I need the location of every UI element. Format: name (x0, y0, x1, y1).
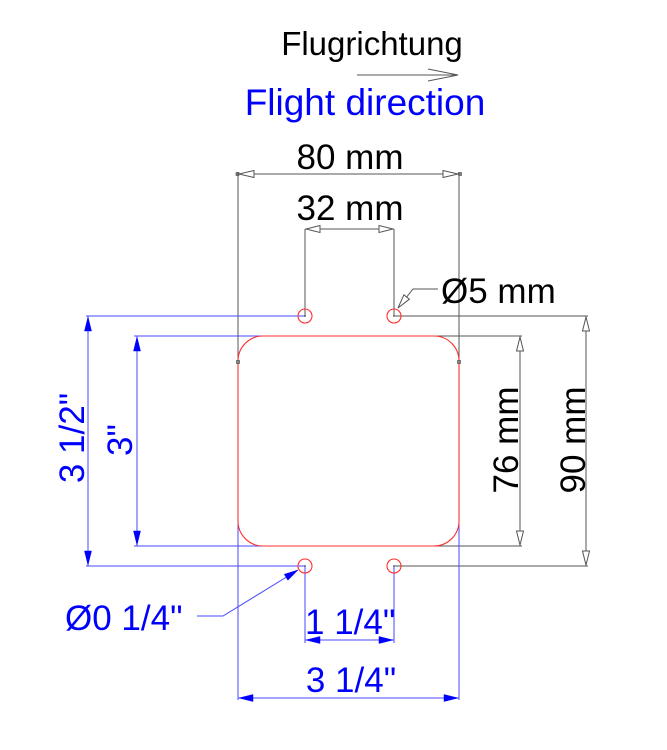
flight-direction-arrow-icon (357, 68, 459, 82)
arrowhead-icon (238, 694, 254, 702)
arrowhead-icon (581, 550, 591, 566)
arrowhead-icon (133, 336, 141, 352)
arrowhead-icon (133, 530, 141, 546)
arrowhead-icon (238, 169, 255, 179)
dimension-3-1-2-inch: 3 1/2" (53, 315, 305, 567)
corner-marker (236, 360, 240, 364)
mounting-hole (297, 558, 313, 574)
dimension-label: 3" (101, 424, 140, 456)
arrowhead-icon (283, 569, 299, 581)
dimension-label: 32 mm (297, 189, 404, 228)
flight-direction-german-label: Flugrichtung (281, 25, 463, 62)
dimension-label: 3 1/4" (306, 661, 396, 700)
flight-direction-english-label: Flight direction (245, 82, 486, 123)
arrowhead-icon (305, 224, 321, 234)
dimension-label: 76 mm (487, 387, 526, 494)
arrowhead-icon (443, 694, 459, 702)
dimension-90mm: 90 mm (395, 315, 593, 567)
mounting-hole (386, 558, 402, 574)
dimension-label: 3 1/2" (53, 393, 92, 483)
arrowhead-icon (442, 169, 459, 179)
arrowhead-icon (397, 294, 411, 309)
mounting-hole (297, 308, 313, 324)
dimension-3-1-4-inch: 3 1/4" (237, 524, 460, 702)
dimension-label: Ø0 1/4" (65, 599, 183, 638)
dimension-label: Ø5 mm (441, 272, 556, 311)
dimension-hole-diameter-imperial: Ø0 1/4" (65, 569, 299, 638)
corner-marker (457, 360, 461, 364)
dimension-1-1-4-inch: 1 1/4" (304, 566, 395, 644)
mounting-hole (386, 308, 402, 324)
arrowhead-icon (378, 636, 394, 644)
arrowhead-icon (378, 224, 394, 234)
cutout-outline (237, 335, 460, 547)
arrowhead-icon (581, 316, 591, 332)
dimension-80mm: 80 mm (235, 138, 462, 362)
arrowhead-icon (515, 530, 525, 546)
arrowhead-icon (84, 550, 92, 566)
dimension-label: 90 mm (554, 387, 593, 494)
arrowhead-icon (84, 316, 92, 332)
arrowhead-icon (515, 336, 525, 352)
dimension-3-inch: 3" (101, 335, 262, 547)
dimension-32mm: 32 mm (297, 189, 404, 316)
dimension-label: 1 1/4" (305, 603, 395, 642)
arrowhead-icon (305, 636, 321, 644)
dimension-hole-diameter-metric: Ø5 mm (397, 272, 556, 311)
dimension-76mm: 76 mm (437, 335, 526, 547)
dimension-label: 80 mm (297, 138, 404, 177)
mounting-holes (297, 308, 402, 574)
